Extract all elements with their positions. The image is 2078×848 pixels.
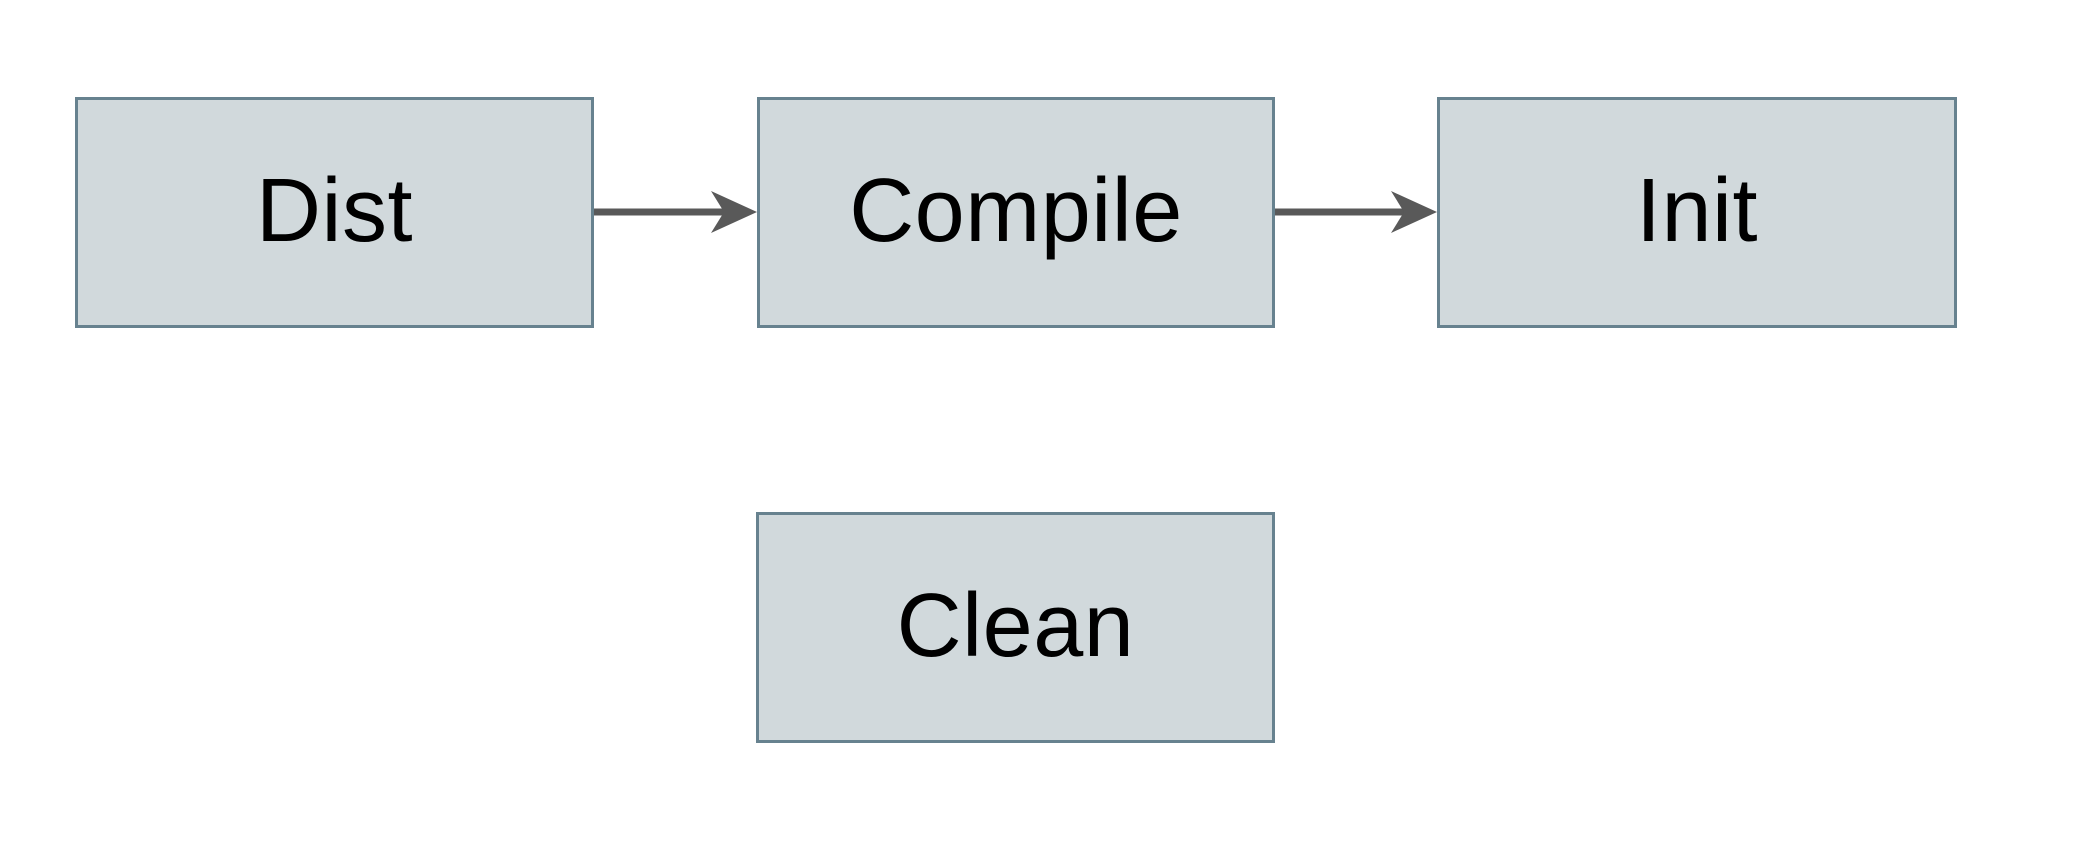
arrowhead-icon: [1391, 191, 1437, 233]
node-init[interactable]: Init: [1437, 97, 1957, 328]
node-compile-label: Compile: [849, 160, 1183, 261]
node-clean-label: Clean: [896, 575, 1135, 676]
connector-dist-to-compile[interactable]: [594, 191, 757, 233]
arrowhead-icon: [711, 191, 757, 233]
connector-compile-to-init[interactable]: [1275, 191, 1437, 233]
node-init-label: Init: [1635, 160, 1759, 261]
node-dist[interactable]: Dist: [75, 97, 594, 328]
node-compile[interactable]: Compile: [757, 97, 1275, 328]
node-clean[interactable]: Clean: [756, 512, 1275, 743]
node-dist-label: Dist: [256, 160, 413, 261]
